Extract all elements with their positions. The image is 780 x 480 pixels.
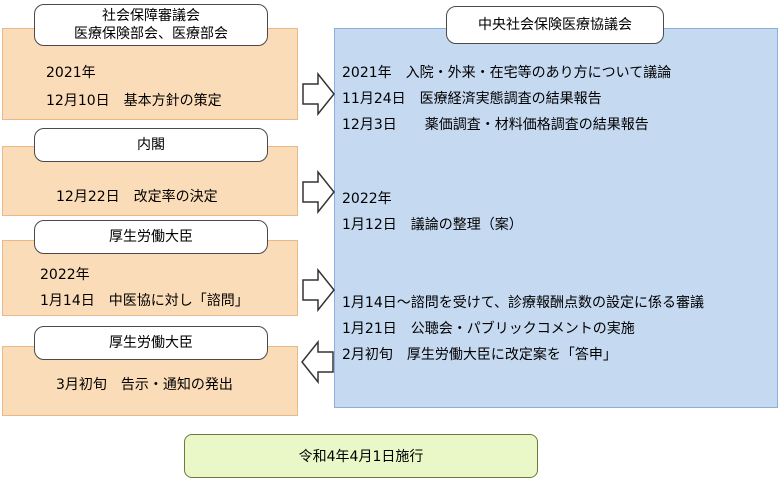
minister-title-2: 厚生労働大臣 bbox=[109, 335, 193, 351]
effective-date-label: 令和4年4月1日施行 bbox=[298, 449, 424, 465]
right-panel-chuikyo bbox=[334, 28, 778, 408]
effective-date-box: 令和4年4月1日施行 bbox=[184, 434, 538, 478]
title-box-minister-2: 厚生労働大臣 bbox=[34, 326, 268, 360]
chuikyo-public-hearing: 1月21日 公聴会・パブリックコメントの実施 bbox=[342, 321, 635, 337]
arrow-right-icon bbox=[302, 72, 335, 116]
chuikyo-deliberation: 1月14日～諮問を受けて、診療報酬点数の設定に係る審議 bbox=[342, 295, 705, 311]
revision-rate-decision: 12月22日 改定率の決定 bbox=[56, 189, 218, 205]
title-box-minister-1: 厚生労働大臣 bbox=[34, 220, 268, 254]
council-title-line2: 医療保険部会、医療部会 bbox=[74, 26, 228, 42]
chuikyo-title: 中央社会保険医療協議会 bbox=[478, 17, 632, 33]
chuikyo-survey-report: 11月24日 医療経済実態調査の結果報告 bbox=[342, 91, 602, 107]
cabinet-title: 内閣 bbox=[137, 137, 165, 153]
chuikyo-arrangement-draft: 1月12日 議論の整理（案） bbox=[342, 217, 523, 233]
council-title-line1: 社会保障審議会 bbox=[102, 8, 200, 24]
basic-policy-year: 2021年 bbox=[46, 65, 96, 81]
arrow-right-icon bbox=[302, 268, 335, 312]
chuikyo-discussion-2021: 2021年 入院・外来・在宅等のあり方について議論 bbox=[342, 65, 672, 81]
chuikyo-year-2022: 2022年 bbox=[342, 191, 392, 207]
chuikyo-report-submission: 2月初旬 厚生労働大臣に改定案を「答申」 bbox=[342, 347, 617, 363]
chuikyo-price-survey: 12月3日 薬価調査・材料価格調査の結果報告 bbox=[342, 117, 649, 133]
title-box-chuikyo: 中央社会保険医療協議会 bbox=[446, 6, 664, 44]
title-box-cabinet: 内閣 bbox=[34, 128, 268, 162]
arrow-left-icon bbox=[301, 340, 334, 384]
minister-title-1: 厚生労働大臣 bbox=[109, 229, 193, 245]
notification-issuance: 3月初旬 告示・通知の発出 bbox=[56, 377, 233, 393]
consultation-year: 2022年 bbox=[40, 267, 90, 283]
arrow-right-icon bbox=[302, 170, 335, 214]
basic-policy-date: 12月10日 基本方針の策定 bbox=[46, 93, 222, 109]
consultation-date: 1月14日 中医協に対し「諮問」 bbox=[40, 293, 249, 309]
title-box-social-security-council: 社会保障審議会 医療保険部会、医療部会 bbox=[34, 4, 268, 46]
